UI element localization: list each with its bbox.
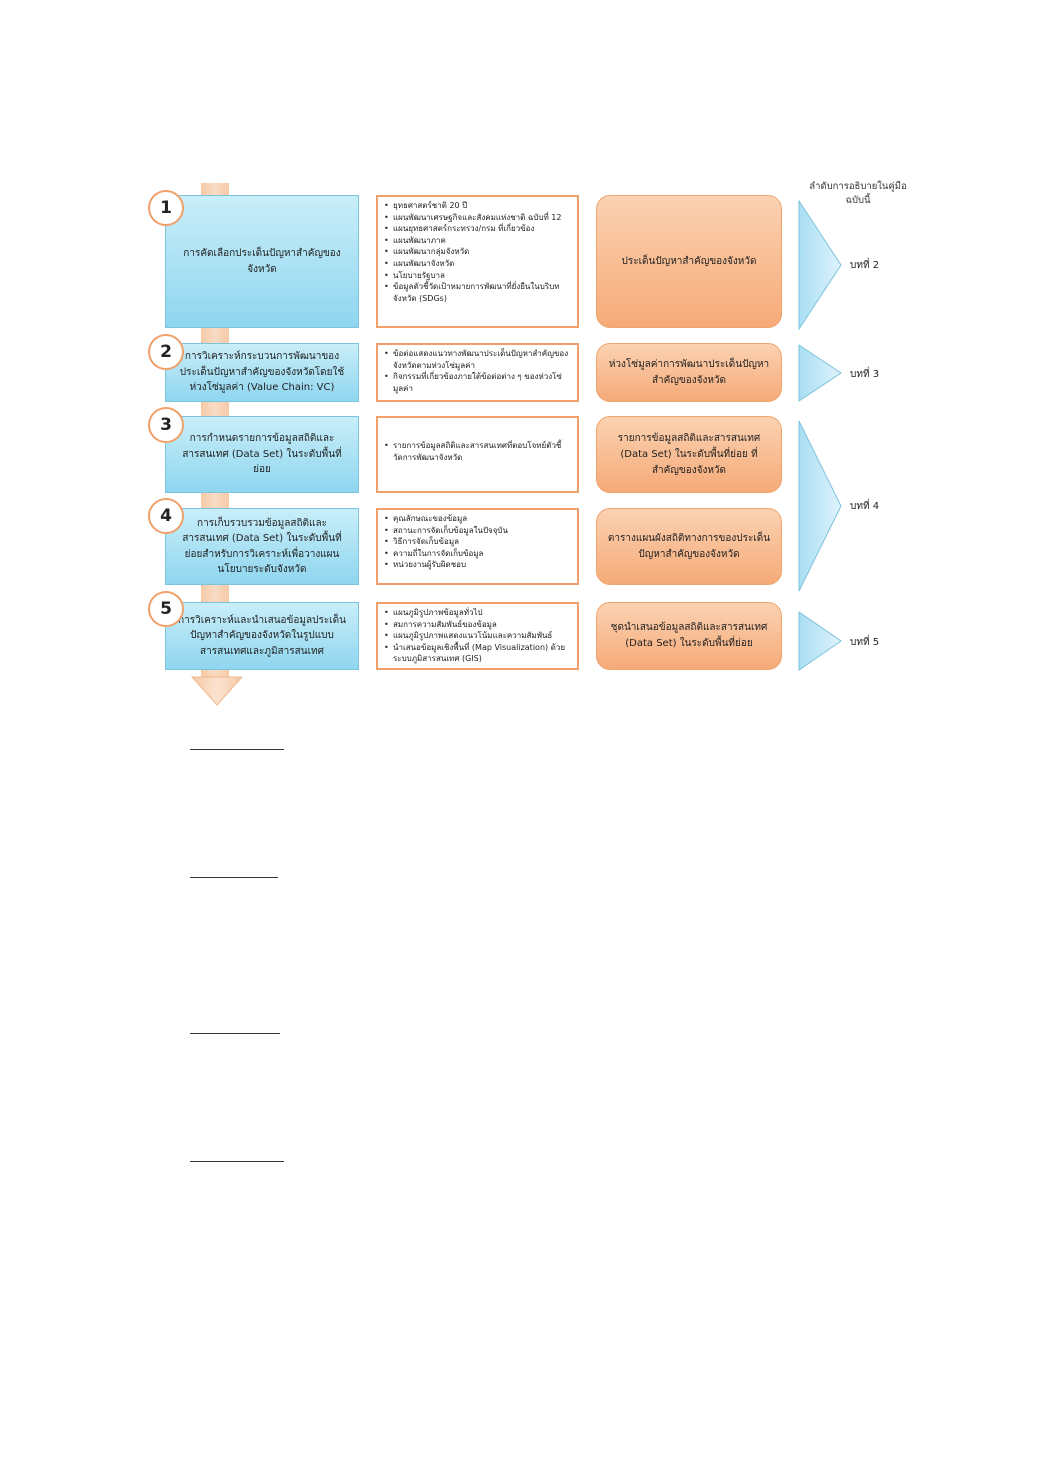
- step-1-box: การคัดเลือกประเด็นปัญหาสำคัญของจังหวัด: [165, 195, 359, 328]
- step-1-number: 1: [148, 190, 184, 226]
- step-3-box: การกำหนดรายการข้อมูลสถิติและสารสนเทศ (Da…: [165, 416, 359, 493]
- step-1-input: นโยบายรัฐบาล: [384, 270, 571, 282]
- column-header-line1: ลำดับการอธิบายในคู่มือ: [809, 181, 907, 192]
- underline-rule: [190, 877, 278, 878]
- step-1-input: แผนพัฒนาภาค: [384, 235, 571, 247]
- underline-rule: [190, 1033, 280, 1034]
- step-3-inputs: รายการข้อมูลสถิติและสารสนเทศที่ตอบโจทย์ต…: [376, 416, 579, 493]
- step-1-inputs: ยุทธศาสตร์ชาติ 20 ปี แผนพัฒนาเศรษฐกิจและ…: [376, 195, 579, 328]
- step-4-title: การเก็บรวบรวมข้อมูลสถิติและสารสนเทศ (Dat…: [182, 517, 342, 576]
- chapter-2-label: บทที่ 2: [850, 260, 880, 271]
- step-4-input: สถานะการจัดเก็บข้อมูลในปัจจุบัน: [384, 525, 571, 537]
- step-4-input: วิธีการจัดเก็บข้อมูล: [384, 536, 571, 548]
- step-2-title: การวิเคราะห์กระบวนการพัฒนาของประเด็นปัญห…: [179, 351, 345, 394]
- step-5-output-text: ชุดนำเสนอข้อมูลสถิติและสารสนเทศ (Data Se…: [610, 622, 768, 649]
- step-5-input: สมการความสัมพันธ์ของข้อมูล: [384, 619, 571, 631]
- step-1-input: ยุทธศาสตร์ชาติ 20 ปี: [384, 200, 571, 212]
- underline-rule: [190, 749, 284, 750]
- step-2-output-text: ห่วงโซ่มูลค่าการพัฒนาประเด็นปัญหาสำคัญขอ…: [608, 358, 770, 386]
- step-4-box: การเก็บรวบรวมข้อมูลสถิติและสารสนเทศ (Dat…: [165, 508, 359, 585]
- step-2-box: การวิเคราะห์กระบวนการพัฒนาของประเด็นปัญห…: [165, 343, 359, 402]
- step-4-input: ความถี่ในการจัดเก็บข้อมูล: [384, 548, 571, 560]
- step-4-input: หน่วยงานผู้รับผิดชอบ: [384, 559, 571, 571]
- chapter-4-label: บทที่ 4: [850, 501, 880, 512]
- step-3-input: รายการข้อมูลสถิติและสารสนเทศที่ตอบโจทย์ต…: [384, 440, 571, 463]
- column-header-line2: ฉบับนี้: [845, 195, 871, 207]
- step-5-box: การวิเคราะห์และนำเสนอข้อมูลประเด็นปัญหาส…: [165, 602, 359, 670]
- step-1-title: การคัดเลือกประเด็นปัญหาสำคัญของจังหวัด: [183, 248, 341, 275]
- step-2-input: กิจกรรมที่เกี่ยวข้องภายใต้ข้อต่อต่าง ๆ ข…: [384, 371, 571, 394]
- chapter-3-label: บทที่ 3: [850, 369, 880, 380]
- chapter-3-chevron: [798, 344, 842, 402]
- step-5-title: การวิเคราะห์และนำเสนอข้อมูลประเด็นปัญหาส…: [178, 614, 346, 657]
- step-1-input: แผนพัฒนาเศรษฐกิจและสังคมแห่งชาติ ฉบับที่…: [384, 212, 571, 224]
- chapter-2-chevron: [798, 200, 842, 330]
- step-5-output: ชุดนำเสนอข้อมูลสถิติและสารสนเทศ (Data Se…: [596, 602, 782, 670]
- step-2-inputs: ข้อต่อแสดงแนวทางพัฒนาประเด็นปัญหาสำคัญขอ…: [376, 343, 579, 402]
- chapter-5-label: บทที่ 5: [850, 637, 880, 648]
- underline-rule: [190, 1161, 284, 1162]
- flow-arrow-head: [191, 676, 243, 706]
- step-1-input: แผนพัฒนาจังหวัด: [384, 258, 571, 270]
- step-4-output: ตารางแผนผังสถิติทางการของประเด็นปัญหาสำค…: [596, 508, 782, 585]
- step-1-output: ประเด็นปัญหาสำคัญของจังหวัด: [596, 195, 782, 328]
- chapter-5-chevron: [798, 611, 842, 671]
- step-1-output-text: ประเด็นปัญหาสำคัญของจังหวัด: [621, 255, 757, 267]
- step-5-number: 5: [148, 591, 184, 627]
- step-3-output: รายการข้อมูลสถิติและสารสนเทศ (Data Set) …: [596, 416, 782, 493]
- step-3-title: การกำหนดรายการข้อมูลสถิติและสารสนเทศ (Da…: [182, 433, 342, 476]
- step-5-input: แผนภูมิรูปภาพข้อมูลทั่วไป: [384, 607, 571, 619]
- step-3-number: 3: [148, 407, 184, 443]
- step-3-output-text: รายการข้อมูลสถิติและสารสนเทศ (Data Set) …: [617, 432, 761, 476]
- step-5-input: แผนภูมิรูปภาพแสดงแนวโน้มและความสัมพันธ์: [384, 630, 571, 642]
- step-2-number: 2: [148, 334, 184, 370]
- chapter-4-chevron: [798, 420, 842, 592]
- step-1-input: แผนพัฒนากลุ่มจังหวัด: [384, 246, 571, 258]
- step-5-inputs: แผนภูมิรูปภาพข้อมูลทั่วไป สมการความสัมพั…: [376, 602, 579, 670]
- step-2-output: ห่วงโซ่มูลค่าการพัฒนาประเด็นปัญหาสำคัญขอ…: [596, 343, 782, 402]
- step-1-input: แผนยุทธศาสตร์กระทรวง/กรม ที่เกี่ยวข้อง: [384, 223, 571, 235]
- step-4-number: 4: [148, 498, 184, 534]
- step-4-output-text: ตารางแผนผังสถิติทางการของประเด็นปัญหาสำค…: [607, 532, 771, 560]
- step-2-input: ข้อต่อแสดงแนวทางพัฒนาประเด็นปัญหาสำคัญขอ…: [384, 348, 571, 371]
- column-header: ลำดับการอธิบายในคู่มือ ฉบับนี้: [808, 180, 908, 209]
- step-5-input: นำเสนอข้อมูลเชิงพื้นที่ (Map Visualizati…: [384, 642, 571, 665]
- step-1-input: ข้อมูลตัวชี้วัดเป้าหมายการพัฒนาที่ยั่งยื…: [384, 281, 571, 304]
- step-4-inputs: คุณลักษณะของข้อมูล สถานะการจัดเก็บข้อมูล…: [376, 508, 579, 585]
- step-4-input: คุณลักษณะของข้อมูล: [384, 513, 571, 525]
